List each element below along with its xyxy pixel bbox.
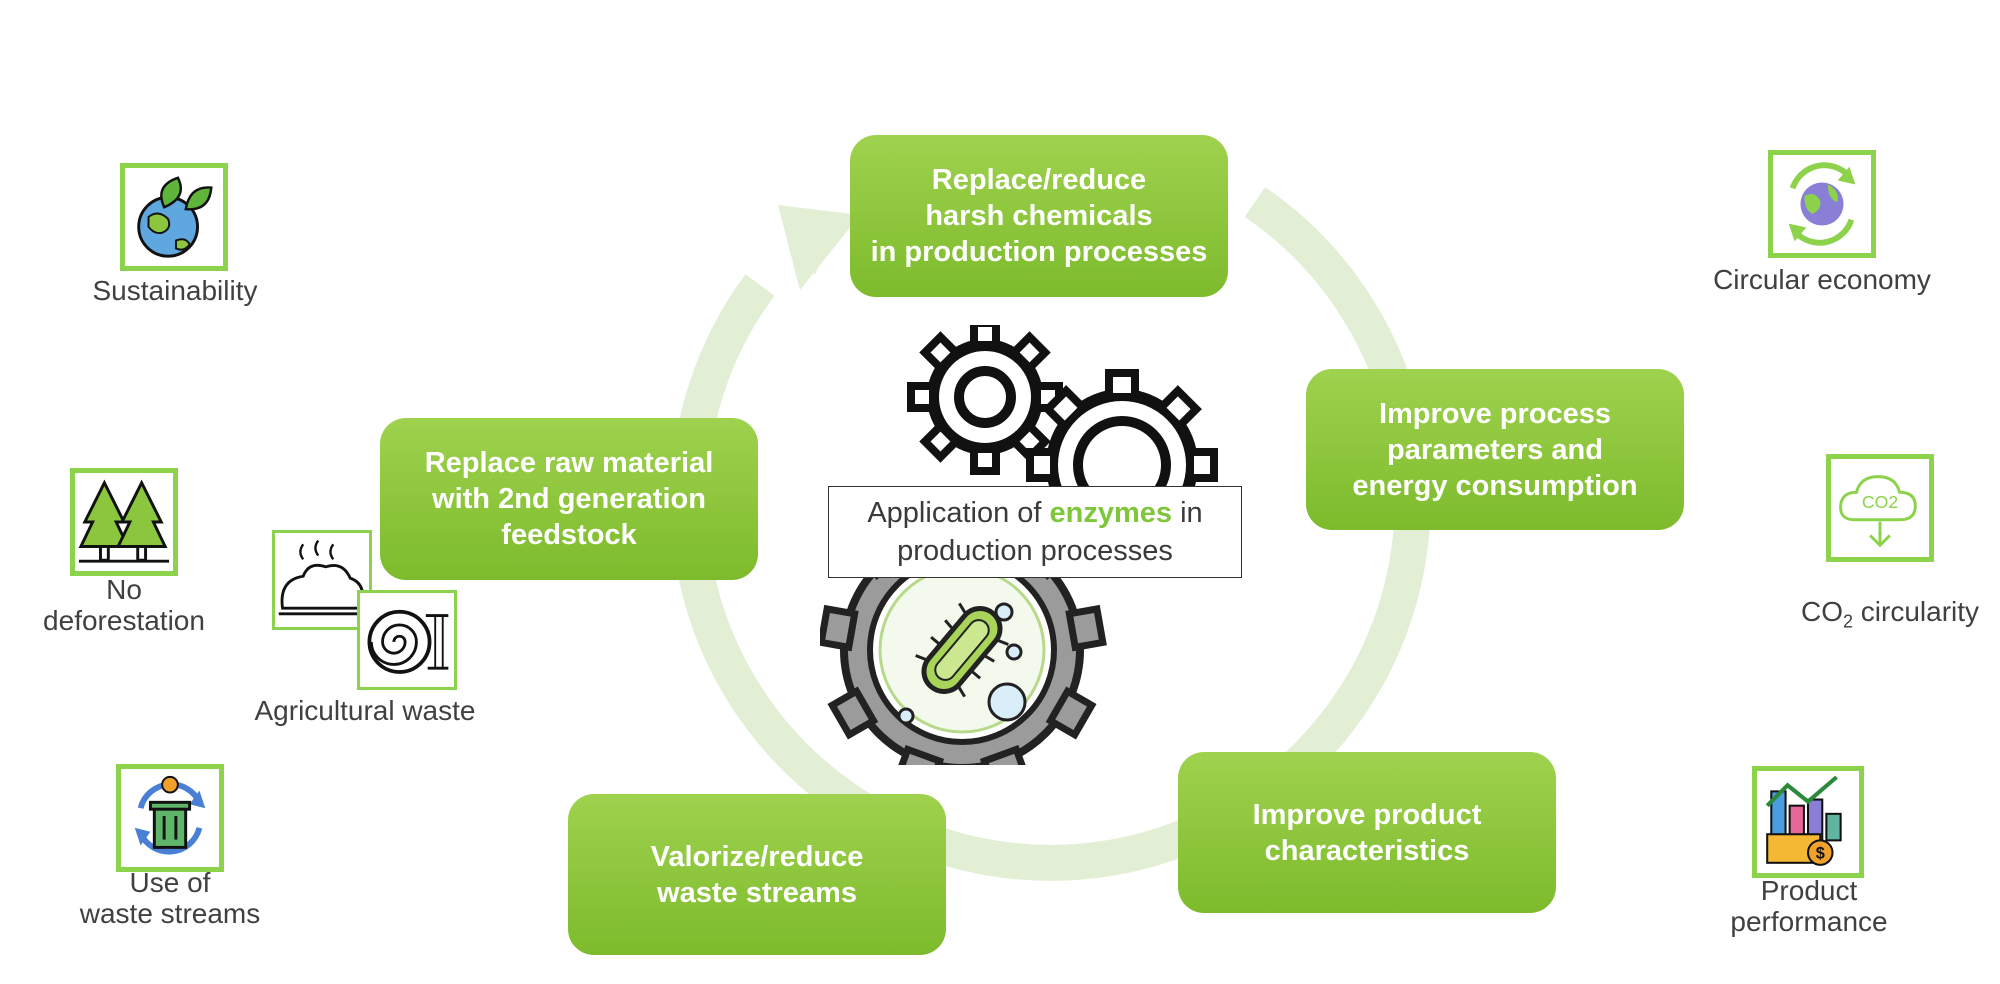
recycle-bin-icon bbox=[116, 764, 224, 872]
hay-bale-icon bbox=[357, 590, 457, 690]
step-product-characteristics-label: Improve product characteristics bbox=[1252, 798, 1482, 867]
step-raw-material-label: Replace raw material with 2nd generation… bbox=[424, 447, 714, 551]
co2-cloud-text: CO2 bbox=[1862, 492, 1898, 512]
center-highlight: enzymes bbox=[1049, 497, 1173, 529]
center-title-line1: Application of enzymes in bbox=[829, 494, 1241, 532]
circular-globe-icon bbox=[1768, 150, 1876, 258]
step-raw-material: Replace raw material with 2nd generation… bbox=[380, 418, 758, 580]
trees-icon bbox=[70, 468, 178, 576]
center-suffix: in bbox=[1172, 497, 1203, 529]
label-co2-circularity: CO2 circularity bbox=[1770, 565, 2000, 638]
svg-text:$: $ bbox=[1816, 845, 1825, 863]
step-process-parameters: Improve process parameters and energy co… bbox=[1306, 369, 1684, 530]
step-product-characteristics: Improve product characteristics bbox=[1178, 752, 1556, 913]
label-no-deforestation: No deforestation bbox=[43, 574, 205, 636]
step-waste-streams-label: Valorize/reduce waste streams bbox=[650, 840, 864, 909]
compost-icon bbox=[272, 530, 372, 630]
center-title-box: Application of enzymes in production pro… bbox=[828, 486, 1242, 578]
step-harsh-chemicals: Replace/reduce harsh chemicals in produc… bbox=[850, 135, 1228, 297]
co2-sub: 2 bbox=[1842, 611, 1853, 632]
label-agricultural-waste: Agricultural waste bbox=[254, 695, 476, 726]
step-process-parameters-label: Improve process parameters and energy co… bbox=[1352, 397, 1638, 502]
label-product-performance: Product performance bbox=[1730, 875, 1888, 937]
step-harsh-chemicals-label: Replace/reduce harsh chemicals in produc… bbox=[870, 164, 1208, 268]
co2-rest: circularity bbox=[1853, 596, 1980, 627]
growth-chart-icon: $ bbox=[1752, 766, 1864, 878]
co2-main: CO bbox=[1800, 596, 1843, 627]
step-waste-streams: Valorize/reduce waste streams bbox=[568, 794, 946, 955]
center-prefix: Application of bbox=[867, 497, 1050, 529]
co2-cloud-icon: CO2 bbox=[1826, 454, 1934, 562]
label-use-of-waste-streams: Use of waste streams bbox=[79, 867, 261, 929]
earth-leaves-icon bbox=[120, 163, 228, 271]
label-sustainability: Sustainability bbox=[92, 275, 258, 306]
center-title-line2: production processes bbox=[897, 535, 1173, 567]
label-circular-economy: Circular economy bbox=[1713, 264, 1931, 295]
